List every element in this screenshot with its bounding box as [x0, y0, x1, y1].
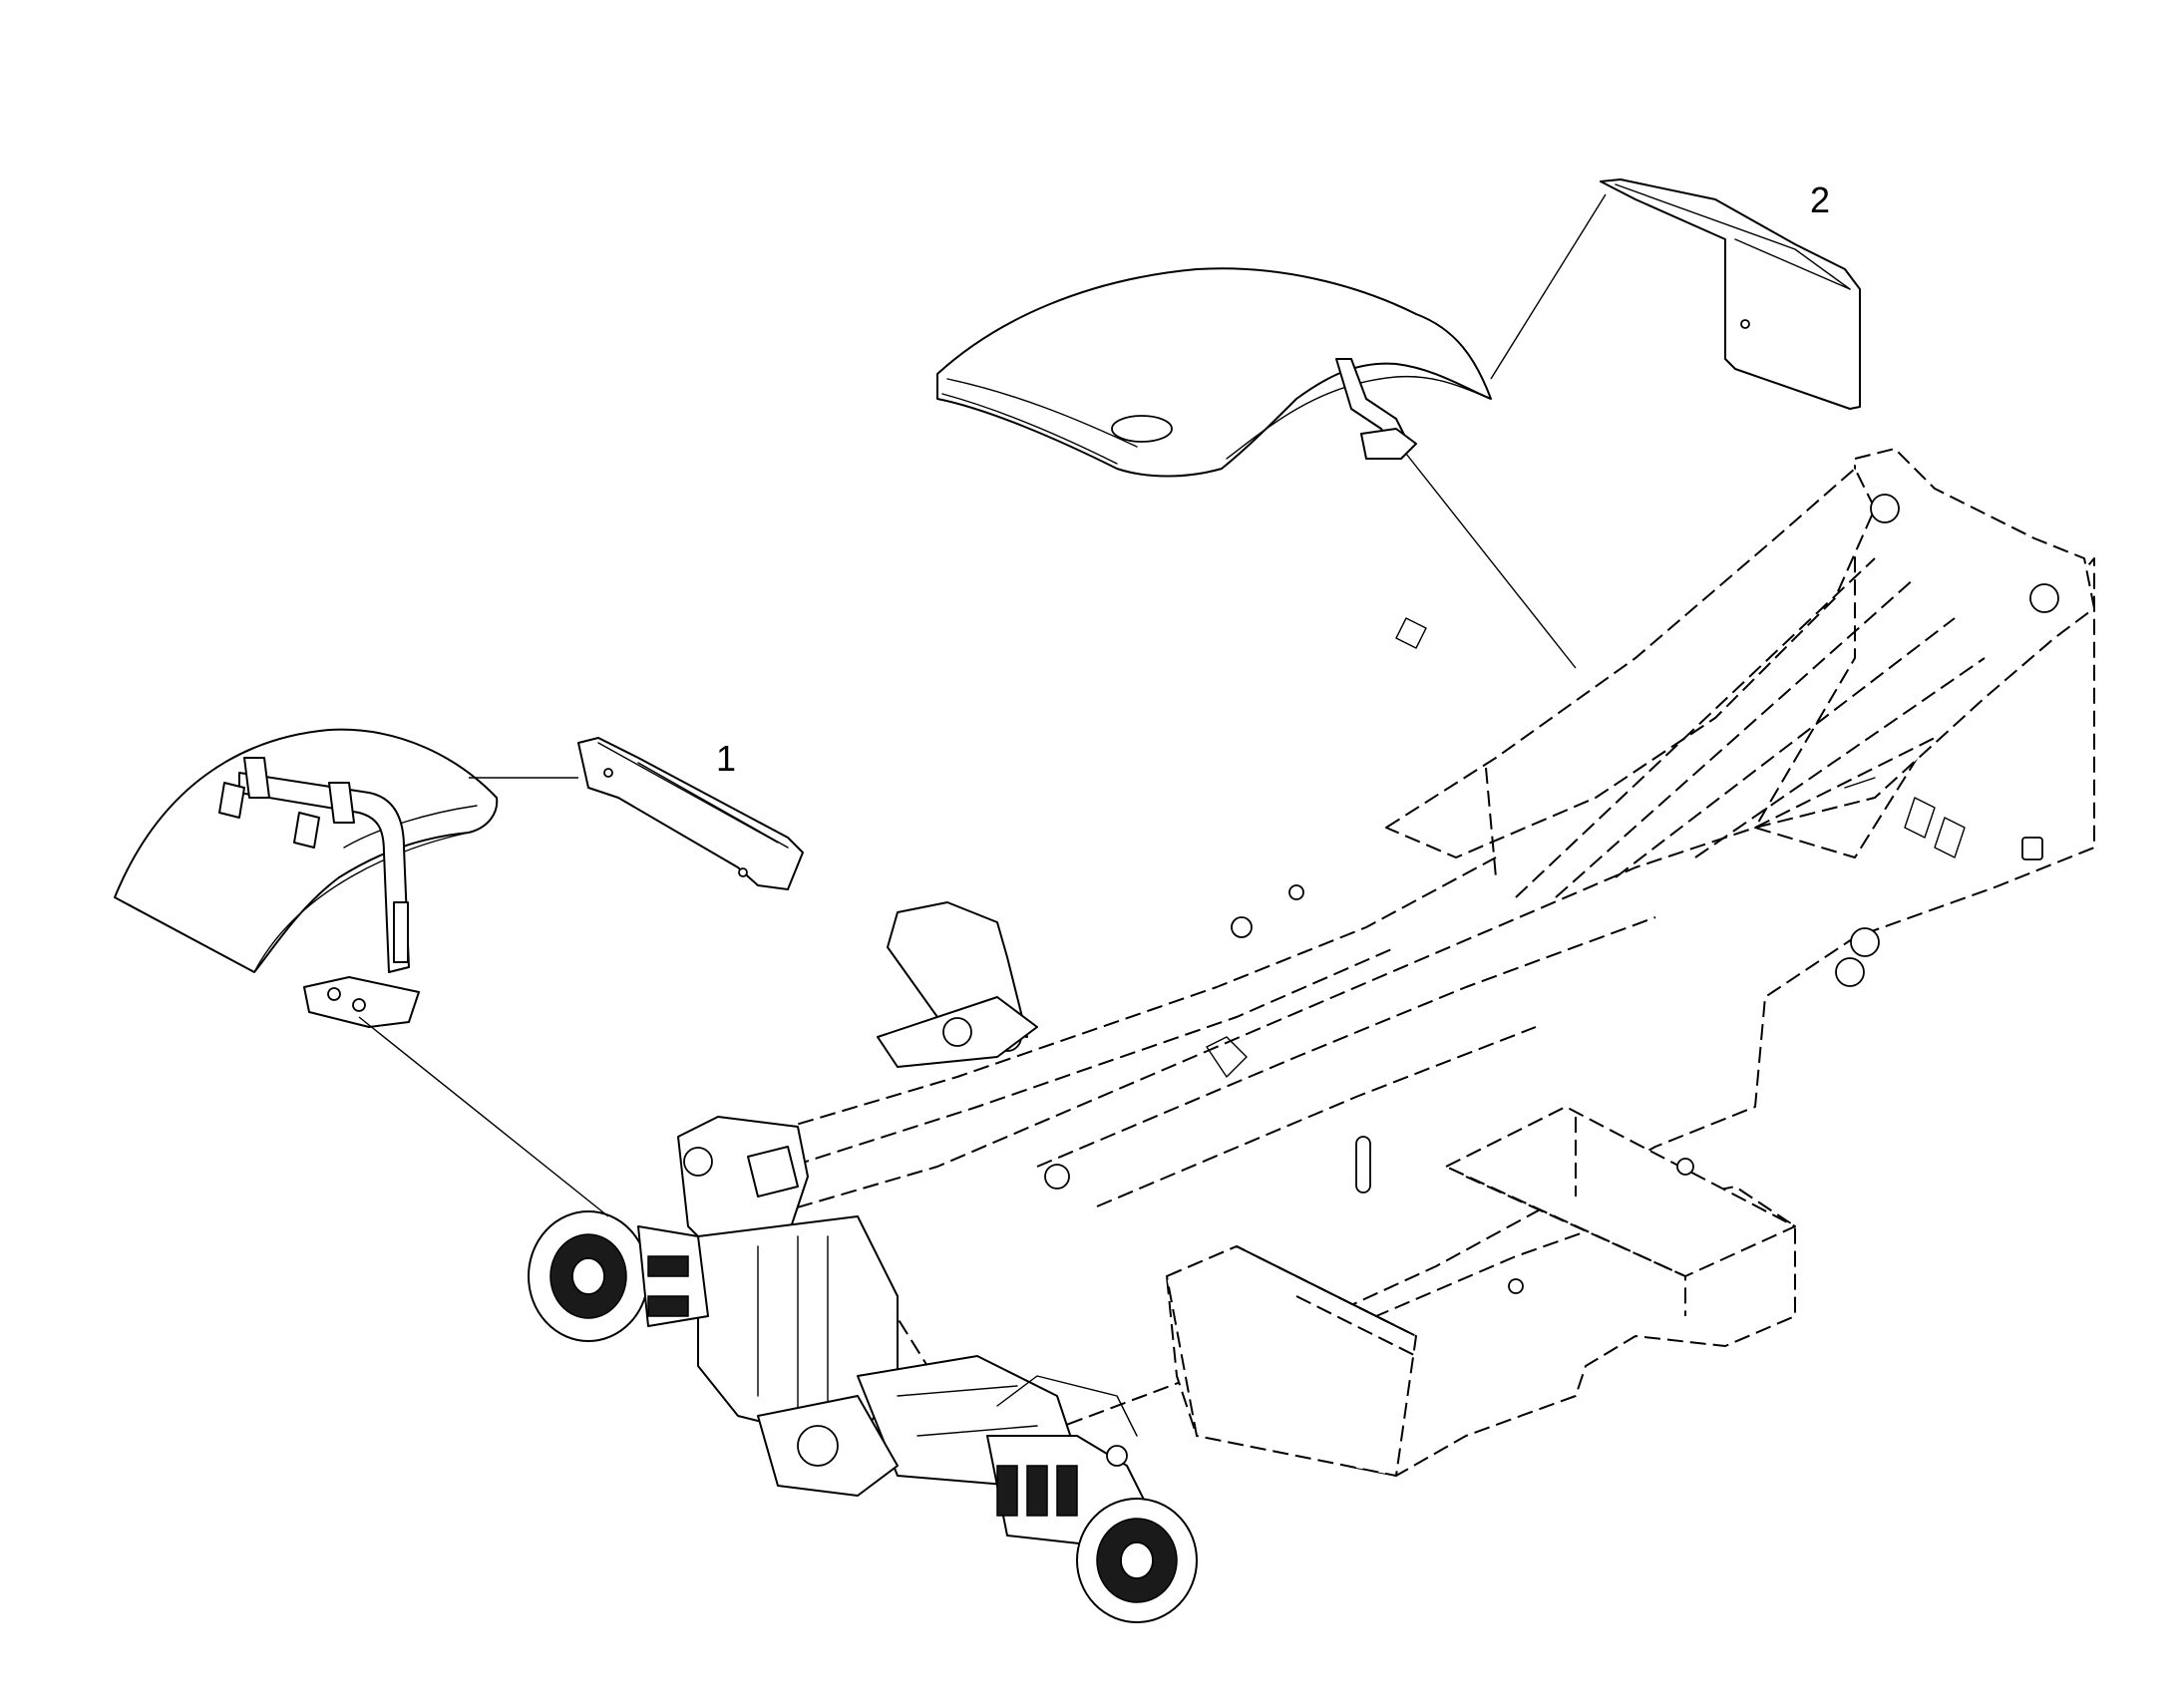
side-rail [687, 856, 1497, 1158]
callout-1: 1 [716, 738, 736, 779]
lower-box-left [1166, 1245, 1417, 1477]
part-1-fender-assembly [114, 728, 804, 1217]
part-2-mud-flap [1600, 178, 1861, 410]
fender-filler-hole [1111, 415, 1173, 443]
main-beam [687, 557, 2095, 1467]
part-1-mud-flap [577, 737, 804, 890]
callout-2: 2 [1810, 179, 1830, 220]
upper-boom [1385, 468, 1876, 858]
front-axle [528, 1116, 1198, 1623]
rear-tower [1754, 448, 2095, 829]
rear-fender-mount-plate [1360, 428, 1417, 460]
chassis-frame [687, 448, 2095, 1477]
front-fender [114, 728, 499, 973]
rear-fender [936, 267, 1492, 478]
part-2-fender-assembly [936, 178, 1861, 669]
